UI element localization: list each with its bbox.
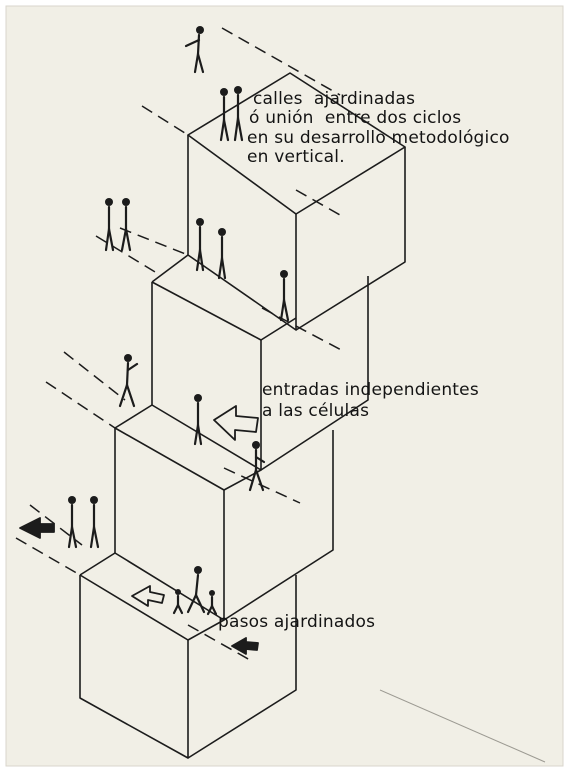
- arrow-icon: [213, 405, 259, 441]
- person-figure-icon: [206, 590, 218, 616]
- person-figure-icon: [233, 86, 244, 142]
- person-figure-icon: [184, 26, 205, 74]
- annotation-calles-line-3: en su desarrollo metodológico: [247, 128, 510, 148]
- person-figure-icon: [219, 88, 230, 142]
- cube-level-2: [151, 254, 369, 471]
- annotation-calles-line-4: en vertical.: [247, 147, 345, 167]
- cube-level-1: [187, 72, 406, 331]
- person-figure-icon: [118, 354, 139, 408]
- person-figure-icon: [172, 589, 184, 615]
- person-figure-icon: [67, 496, 78, 549]
- paper-background: [5, 5, 564, 767]
- annotation-calles-line-2: ó unión entre dos ciclos: [249, 108, 462, 128]
- person-figure-icon: [120, 198, 132, 252]
- cube-level-3: [114, 404, 334, 621]
- annotation-calles-line-1: calles ajardinadas: [253, 89, 416, 109]
- arrow-icon: [231, 637, 259, 655]
- person-figure-icon: [195, 218, 205, 272]
- cube-level-4: [79, 552, 297, 759]
- annotation-entradas-line-2: a las células: [262, 401, 370, 421]
- paper-fold-line: [379, 689, 546, 763]
- arrow-icon: [19, 517, 55, 539]
- person-figure-icon: [248, 441, 266, 492]
- person-figure-icon: [89, 496, 100, 549]
- person-figure-icon: [217, 228, 227, 280]
- annotation-entradas-line-1: entradas independientes: [262, 380, 479, 400]
- arrow-icon: [131, 585, 165, 607]
- person-figure-icon: [193, 394, 203, 446]
- person-figure-icon: [279, 270, 290, 322]
- person-figure-icon: [104, 198, 115, 252]
- annotation-pasos: pasos ajardinados: [218, 612, 376, 632]
- person-figure-icon: [186, 566, 206, 614]
